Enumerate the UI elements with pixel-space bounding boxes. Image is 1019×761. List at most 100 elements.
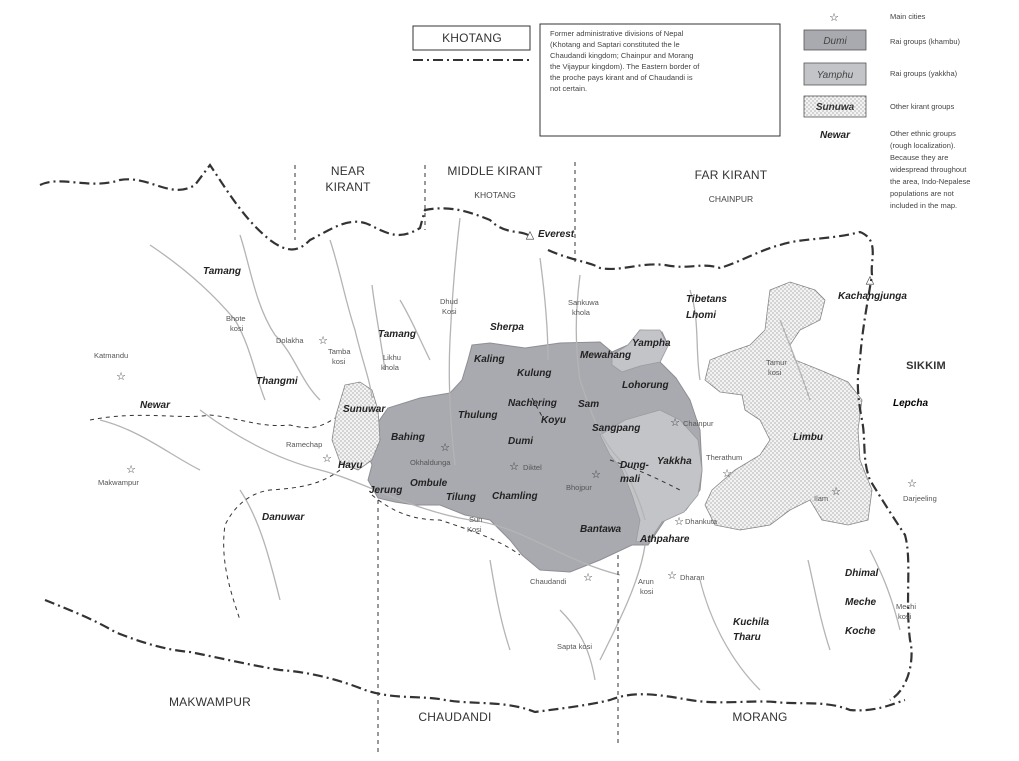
- legend-khambu-label: Rai groups (khambu): [890, 37, 961, 46]
- ethnic-tilung: Tilung: [446, 492, 476, 503]
- river-mechi-kosi-line2: kosi: [898, 612, 912, 621]
- river-arun-kosi-line1: Arun: [638, 577, 654, 586]
- city-dhankuta: Dhankuta: [685, 517, 718, 526]
- river-mechi-kosi-line1: Mechi: [896, 602, 916, 611]
- peak-kanchenjunga-label: Kachangjunga: [838, 291, 907, 302]
- ethnic-hayu: Hayu: [338, 460, 362, 471]
- city-star-icon: ☆: [907, 477, 917, 490]
- river-sun-kosi-line1: Sun: [469, 515, 482, 524]
- region-makwampur: MAKWAMPUR: [169, 695, 251, 709]
- city-ramechap: Ramechap: [286, 440, 322, 449]
- city-chainpur: Chainpur: [683, 419, 714, 428]
- ethnic-kaling: Kaling: [474, 354, 505, 365]
- legend-other-ethnic-note: (rough localization). Because they are w…: [889, 141, 973, 210]
- khambu-swatch: [803, 29, 867, 51]
- other-kirant-swatch-label: Sunuwa: [816, 102, 855, 113]
- river-dhud-kosi-line1: Dhud: [440, 297, 458, 306]
- city-star-icon: ☆: [116, 370, 126, 383]
- city-diktel: Diktel: [523, 463, 542, 472]
- ethnic-dhimal: Dhimal: [845, 568, 879, 579]
- river-sankuwa-khola-line1: Sankuwa: [568, 298, 600, 307]
- city-star-icon: ☆: [509, 460, 519, 473]
- ethnic-koche: Koche: [845, 626, 876, 637]
- other-kirant-areas: [331, 281, 873, 531]
- river-bhote-kosi-line2: kosi: [230, 324, 244, 333]
- city-therathum: Therathum: [706, 453, 742, 462]
- region-chainpur: CHAINPUR: [709, 194, 753, 204]
- ethnic-kuchila: Kuchila: [733, 617, 770, 628]
- ethnic-dungmali-line2: mali: [620, 474, 640, 485]
- ethnic-nachering: Nachering: [508, 398, 557, 409]
- city-star-icon: ☆: [440, 441, 450, 454]
- everest-peak-icon: △: [526, 228, 535, 241]
- city-star-icon: ☆: [674, 515, 684, 528]
- city-star-icon: ☆: [831, 485, 841, 498]
- river-likhu-khola-line2: khola: [381, 363, 400, 372]
- khambu-swatch-label: Dumi: [823, 36, 847, 47]
- ethnic-newar: Newar: [140, 400, 171, 411]
- river-sankuwa-khola-line2: khola: [572, 308, 591, 317]
- division-boundaries: [89, 162, 681, 755]
- yakkha-swatch: [803, 62, 867, 86]
- ethnic-sunuwar: Sunuwar: [343, 404, 386, 415]
- ethnic-tharu: Tharu: [733, 632, 761, 643]
- river-bhote-kosi-line1: Bhote: [226, 314, 246, 323]
- ethnic-jerung: Jerung: [369, 485, 402, 496]
- river-tamba-kosi-line1: Tamba: [328, 347, 351, 356]
- legend: KHOTANG Former administrative divisions …: [412, 11, 973, 210]
- ethnic-kulung: Kulung: [517, 368, 551, 379]
- cities: ☆ Katmandu ☆ Makwampur ☆ Dolakha ☆ Ramec…: [94, 334, 937, 586]
- ethnic-danuwar: Danuwar: [262, 512, 305, 523]
- region-morang: MORANG: [732, 710, 787, 724]
- region-near-kirant-line1: NEAR: [331, 164, 365, 178]
- divisions-note-box: [539, 23, 781, 137]
- khotang-legend-label: KHOTANG: [442, 31, 502, 45]
- region-chaudandi: CHAUDANDI: [418, 710, 491, 724]
- ethnic-dungmali-line1: Dung-: [620, 460, 650, 471]
- ethnic-dumi: Dumi: [508, 436, 533, 447]
- region-middle-kirant: MIDDLE KIRANT: [447, 164, 543, 178]
- city-star-icon: ☆: [722, 467, 732, 480]
- river-likhu-khola-line1: Likhu: [383, 353, 401, 362]
- city-bhojpur: Bhojpur: [566, 483, 592, 492]
- star-icon: ☆: [829, 11, 839, 24]
- ethnic-sam: Sam: [578, 399, 599, 410]
- region-far-kirant: FAR KIRANT: [695, 168, 768, 182]
- river-labels: Bhote kosi Tamba kosi Likhu khola Dhud K…: [226, 297, 916, 651]
- ethnic-athpahare: Athpahare: [639, 534, 690, 545]
- ethnic-chamling: Chamling: [492, 491, 538, 502]
- city-dolakha: Dolakha: [276, 336, 304, 345]
- legend-other-ethnic-label: Other ethnic groups: [890, 129, 956, 138]
- ethnic-lohorung: Lohorung: [622, 380, 669, 391]
- legend-yakkha-label: Rai groups (yakkha): [890, 69, 958, 78]
- ethnic-yampha: Yampha: [632, 338, 671, 349]
- region-sikkim: SIKKIM: [906, 360, 946, 372]
- ethnic-yakkha: Yakkha: [657, 456, 692, 467]
- other-kirant-swatch: [803, 95, 867, 118]
- city-katmandu: Katmandu: [94, 351, 128, 360]
- ethnic-thangmi: Thangmi: [256, 376, 298, 387]
- legend-other-kirant-label: Other kirant groups: [890, 102, 954, 111]
- ethnic-tamang-center: Tamang: [378, 329, 416, 340]
- ethnic-koyu: Koyu: [541, 415, 566, 426]
- region-near-kirant-line2: KIRANT: [325, 180, 371, 194]
- city-star-icon: ☆: [670, 416, 680, 429]
- ethnic-tibetans: Tibetans: [686, 294, 727, 305]
- yakkha-swatch-label: Yamphu: [817, 70, 854, 81]
- peaks: △ Everest △ Kachangjunga: [526, 228, 908, 302]
- ethnic-sherpa: Sherpa: [490, 322, 524, 333]
- kanchenjunga-peak-icon: △: [866, 273, 875, 286]
- city-star-icon: ☆: [126, 463, 136, 476]
- legend-main-cities-label: Main cities: [890, 12, 926, 21]
- khotang-legend-box: [412, 25, 531, 51]
- borders: [39, 163, 913, 714]
- city-star-icon: ☆: [591, 468, 601, 481]
- ethnic-thulung: Thulung: [458, 410, 497, 421]
- peak-everest-label: Everest: [538, 229, 575, 240]
- ethnic-ombule: Ombule: [410, 478, 448, 489]
- river-tamur-kosi-line1: Tamur: [766, 358, 787, 367]
- city-star-icon: ☆: [318, 334, 328, 347]
- city-star-icon: ☆: [667, 569, 677, 582]
- ethnic-tamang-west: Tamang: [203, 266, 241, 277]
